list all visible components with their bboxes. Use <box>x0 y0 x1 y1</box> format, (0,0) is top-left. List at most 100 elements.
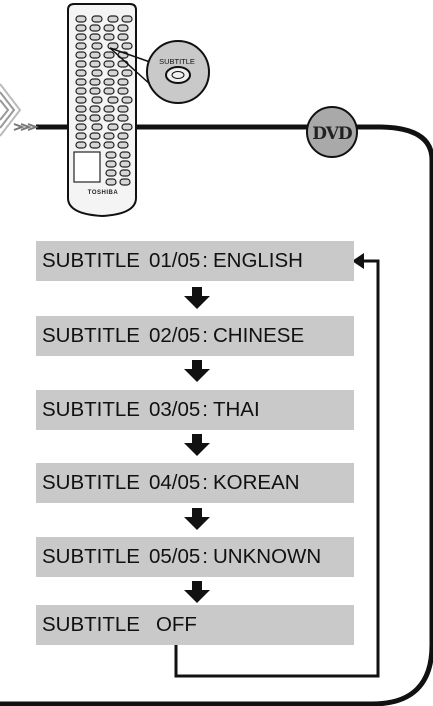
remote-button <box>89 141 101 149</box>
subtitle-option-unknown: SUBTITLE 05/05 : UNKNOWN <box>36 537 354 577</box>
loop-back-connector <box>174 259 380 678</box>
remote-button <box>117 114 129 122</box>
subtitle-option-korean: SUBTITLE 04/05 : KOREAN <box>36 463 354 503</box>
remote-button <box>117 78 129 86</box>
remote-button <box>105 178 117 186</box>
option-label: SUBTITLE <box>42 545 140 568</box>
remote-button <box>75 51 87 59</box>
option-number: 03/05 <box>148 398 201 421</box>
remote-button <box>75 60 87 68</box>
remote-button <box>91 123 103 131</box>
subtitle-button-icon <box>165 66 191 84</box>
option-label: SUBTITLE <box>42 471 140 494</box>
loop-arrow-head-icon <box>352 253 364 269</box>
remote-button <box>103 33 115 41</box>
remote-button <box>91 42 103 50</box>
remote-button <box>91 69 103 77</box>
remote-button <box>75 123 87 131</box>
down-arrow-icon <box>184 360 210 382</box>
remote-button <box>103 78 115 86</box>
remote-button <box>105 160 117 168</box>
remote-button <box>75 24 87 32</box>
option-separator: : <box>202 398 208 421</box>
option-separator: : <box>202 545 208 568</box>
remote-button <box>89 105 101 113</box>
remote-button <box>103 87 115 95</box>
remote-button <box>103 60 115 68</box>
remote-button <box>75 42 87 50</box>
option-language: UNKNOWN <box>212 545 322 568</box>
remote-button <box>89 132 101 140</box>
remote-button <box>89 24 101 32</box>
remote-button <box>105 151 117 159</box>
remote-button <box>75 96 87 104</box>
remote-button <box>75 15 87 23</box>
remote-button <box>89 114 101 122</box>
remote-button <box>117 24 129 32</box>
subtitle-callout-label: SUBTITLE <box>159 57 195 66</box>
option-language: KOREAN <box>212 471 300 494</box>
remote-button <box>89 78 101 86</box>
subtitle-option-english: SUBTITLE 01/05 : ENGLISH <box>36 241 354 281</box>
remote-button <box>103 24 115 32</box>
dvd-logo-label: DVD <box>312 124 352 144</box>
remote-button <box>117 132 129 140</box>
remote-button <box>117 105 129 113</box>
option-number: 01/05 <box>148 249 201 272</box>
remote-button <box>91 15 103 23</box>
remote-button <box>75 87 87 95</box>
down-arrow-icon <box>184 434 210 456</box>
remote-button <box>119 151 131 159</box>
remote-button <box>89 51 101 59</box>
option-separator: : <box>202 324 208 347</box>
option-separator: : <box>202 249 208 272</box>
remote-button <box>119 160 131 168</box>
option-number: 05/05 <box>148 545 201 568</box>
remote-button <box>121 69 133 77</box>
frame-line <box>0 124 433 706</box>
subtitle-option-off: SUBTITLE OFF <box>36 605 354 645</box>
remote-button <box>121 96 133 104</box>
option-label: SUBTITLE <box>42 324 140 347</box>
remote-button <box>75 69 87 77</box>
remote-button <box>75 33 87 41</box>
subtitle-option-thai: SUBTITLE 03/05 : THAI <box>36 390 354 430</box>
option-number: 04/05 <box>148 471 201 494</box>
down-arrow-icon <box>184 508 210 530</box>
down-arrow-icon <box>184 287 210 309</box>
option-language: CHINESE <box>212 324 305 347</box>
down-arrow-icon <box>184 581 210 603</box>
remote-button <box>119 169 131 177</box>
remote-button <box>75 78 87 86</box>
remote-button <box>107 42 119 50</box>
option-label: SUBTITLE <box>42 398 140 421</box>
remote-button <box>107 96 119 104</box>
remote-button <box>121 15 133 23</box>
chevron-arrows-icon <box>0 83 39 137</box>
remote-button <box>107 69 119 77</box>
remote-button <box>107 15 119 23</box>
remote-button <box>103 114 115 122</box>
remote-button <box>117 33 129 41</box>
remote-control <box>67 3 137 218</box>
dvd-disc-icon <box>306 106 358 158</box>
remote-button <box>105 169 117 177</box>
option-separator: : <box>202 471 208 494</box>
remote-button <box>107 123 119 131</box>
remote-button <box>117 87 129 95</box>
remote-brand-label: TOSHIBA <box>87 190 119 196</box>
option-language: THAI <box>212 398 260 421</box>
remote-button <box>119 178 131 186</box>
remote-button <box>121 42 133 50</box>
remote-button <box>103 51 115 59</box>
remote-button <box>89 33 101 41</box>
remote-button <box>89 87 101 95</box>
remote-button <box>117 60 129 68</box>
remote-button <box>91 96 103 104</box>
remote-button <box>103 141 115 149</box>
subtitle-button-callout <box>109 40 210 104</box>
flow-arrows <box>184 287 210 603</box>
remote-button <box>75 132 87 140</box>
option-language: OFF <box>155 613 197 636</box>
